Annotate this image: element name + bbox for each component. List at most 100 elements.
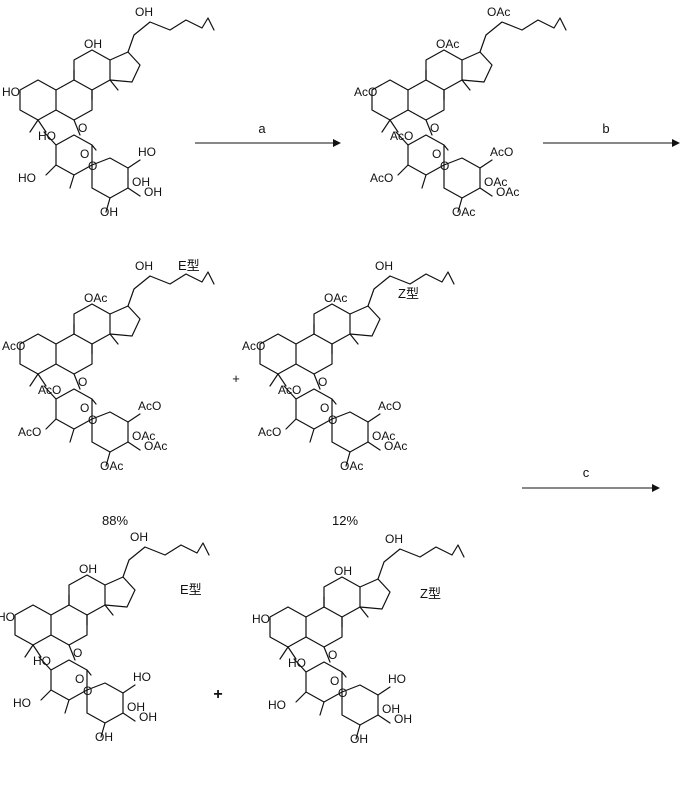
atom-label: OAc xyxy=(487,5,510,19)
substituent-bonds xyxy=(395,119,493,213)
isomer-label-z: Z型 xyxy=(398,286,419,301)
ring-d xyxy=(104,576,136,608)
atom-label: O xyxy=(318,375,327,389)
atom-label: O xyxy=(88,413,97,427)
atom-label: OH xyxy=(139,710,157,724)
atom-label: HO xyxy=(138,145,156,159)
atom-label: HO xyxy=(33,654,51,668)
atom-label: O xyxy=(432,147,441,161)
isomer-label-z: Z型 xyxy=(420,586,441,601)
atom-label: OAc xyxy=(384,439,407,453)
arrow-step-b xyxy=(543,139,680,147)
ring-a xyxy=(19,333,57,375)
ring-b xyxy=(407,79,445,121)
atom-label: OAc xyxy=(100,459,123,473)
ring-c xyxy=(323,576,361,618)
rhamnose-ring xyxy=(331,411,369,453)
atom-label: O xyxy=(88,159,97,173)
methyl-bonds xyxy=(269,323,359,387)
atom-label: AcO xyxy=(370,171,393,185)
atom-label: OH xyxy=(95,730,113,744)
atom-label: OAc xyxy=(452,205,475,219)
ring-b xyxy=(50,604,88,646)
step-a-label: a xyxy=(258,121,266,136)
yield-label-88: 88% xyxy=(102,513,128,528)
atom-label: AcO xyxy=(242,339,265,353)
side-chain xyxy=(479,17,567,53)
side-chain xyxy=(127,271,215,307)
substituent-bonds xyxy=(43,373,141,467)
atom-label: O xyxy=(328,648,337,662)
methyl-bonds xyxy=(24,594,114,658)
isomer-label-e: E型 xyxy=(180,582,202,597)
atom-label: OAc xyxy=(340,459,363,473)
methyl-bonds xyxy=(279,596,369,660)
atom-label: OH xyxy=(84,37,102,51)
atom-label: OH xyxy=(130,530,148,544)
atom-label: AcO xyxy=(2,339,25,353)
atom-label: AcO xyxy=(390,129,413,143)
rhamnose-ring xyxy=(341,684,379,726)
atom-label: O xyxy=(440,159,449,173)
side-chain xyxy=(122,542,210,578)
ring-b xyxy=(305,606,343,648)
atom-label: O xyxy=(80,401,89,415)
ring-c xyxy=(73,303,111,345)
atom-label: O xyxy=(338,686,347,700)
atom-label: HO xyxy=(0,610,15,624)
atom-label: O xyxy=(430,121,439,135)
atom-label: HO xyxy=(13,696,31,710)
ring-b xyxy=(295,333,333,375)
atom-label: AcO xyxy=(378,399,401,413)
atom-label: O xyxy=(83,684,92,698)
atom-label: AcO xyxy=(354,85,377,99)
ring-c xyxy=(313,303,351,345)
substituent-bonds xyxy=(38,644,136,738)
substituent-bonds xyxy=(43,119,141,213)
atom-label: OAc xyxy=(436,37,459,51)
atom-label: HO xyxy=(133,670,151,684)
step-b-label: b xyxy=(602,121,609,136)
atom-label: O xyxy=(320,401,329,415)
isomer-label-e: E型 xyxy=(178,258,200,273)
substituent-bonds xyxy=(293,646,391,740)
atom-label: OH xyxy=(144,185,162,199)
ring-a xyxy=(14,604,52,646)
atom-label: OH xyxy=(135,5,153,19)
side-chain xyxy=(127,17,215,53)
rhamnose-ring xyxy=(91,411,129,453)
methyl-bonds xyxy=(29,323,119,387)
plus-sign: + xyxy=(213,686,222,703)
atom-label: OAc xyxy=(84,291,107,305)
rhamnose-ring xyxy=(91,157,129,199)
arrow-step-a xyxy=(195,139,341,147)
ring-d xyxy=(359,578,391,610)
atom-label: OH xyxy=(334,564,352,578)
ring-a xyxy=(371,79,409,121)
substituent-bonds xyxy=(283,373,381,467)
ring-d xyxy=(461,51,493,83)
atom-label: AcO xyxy=(490,145,513,159)
atom-label: OAc xyxy=(144,439,167,453)
side-chain xyxy=(367,271,455,307)
ring-d xyxy=(109,305,141,337)
atom-label: O xyxy=(328,413,337,427)
atom-label: HO xyxy=(388,672,406,686)
atom-label: OH xyxy=(79,562,97,576)
atom-label: O xyxy=(75,672,84,686)
atom-label: OH xyxy=(135,259,153,273)
arrow-step-c xyxy=(522,484,660,492)
ring-a xyxy=(19,79,57,121)
atom-label: OH xyxy=(394,712,412,726)
rhamnose-ring xyxy=(443,157,481,199)
atom-label: AcO xyxy=(18,425,41,439)
atom-label: O xyxy=(80,147,89,161)
rhamnose-ring xyxy=(86,682,124,724)
atom-label: OAc xyxy=(324,291,347,305)
atom-label: OAc xyxy=(372,429,395,443)
